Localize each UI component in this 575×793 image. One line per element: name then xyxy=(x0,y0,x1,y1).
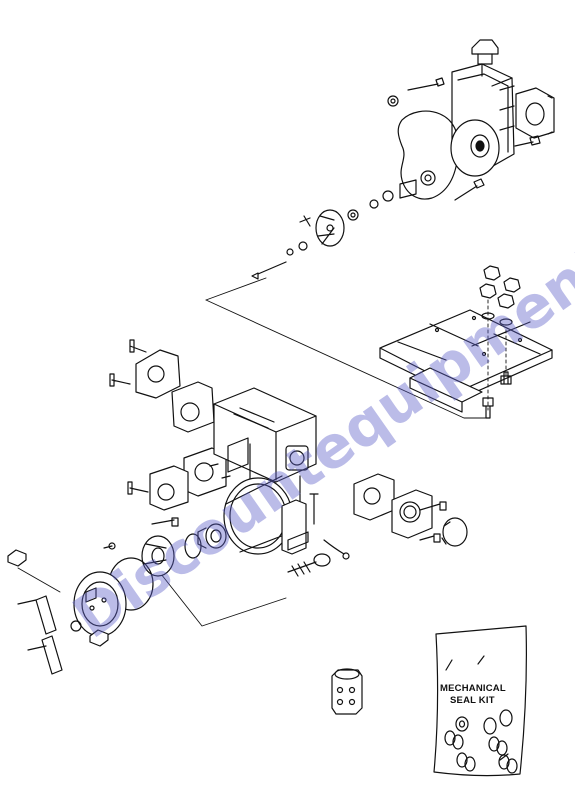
kit-label-line1: MECHANICAL xyxy=(440,683,506,694)
discharge-flange xyxy=(515,87,555,139)
volute-plate xyxy=(450,119,500,177)
fill-plug xyxy=(471,39,499,65)
seal-insert xyxy=(331,668,363,715)
lower-housing-assembly xyxy=(109,339,468,577)
housing-legs xyxy=(281,499,309,555)
eye-bolt xyxy=(287,553,331,577)
upper-bolts xyxy=(387,77,541,201)
kit-seal-parts xyxy=(444,709,518,774)
impeller xyxy=(315,209,345,247)
drain-plug xyxy=(441,517,468,547)
housing-gasket xyxy=(397,110,459,200)
cover-knobs xyxy=(7,549,109,647)
clamp-bars xyxy=(17,542,116,675)
upper-pump-head-assembly xyxy=(251,39,555,280)
left-flanges xyxy=(135,349,227,511)
shaft-seal-parts xyxy=(347,170,436,221)
kit-label-line2: SEAL KIT xyxy=(450,695,495,706)
front-cover-assembly xyxy=(7,523,227,675)
mounting-bolts xyxy=(482,371,512,419)
right-flanges xyxy=(353,473,433,539)
mounting-nuts xyxy=(479,265,521,326)
retaining-pin xyxy=(309,493,350,560)
seal-head xyxy=(141,535,175,577)
bearing-seal xyxy=(197,523,227,549)
shaft-small-parts xyxy=(251,215,311,280)
lower-pump-body xyxy=(209,387,317,537)
leader-lines xyxy=(17,277,489,627)
o-ring-front xyxy=(184,533,202,559)
mechanical-seal-kit-card xyxy=(433,625,527,777)
lower-bolts xyxy=(109,339,447,543)
watermark-text: Discountequipment.com xyxy=(61,139,575,651)
base-plate-assembly xyxy=(379,265,553,419)
